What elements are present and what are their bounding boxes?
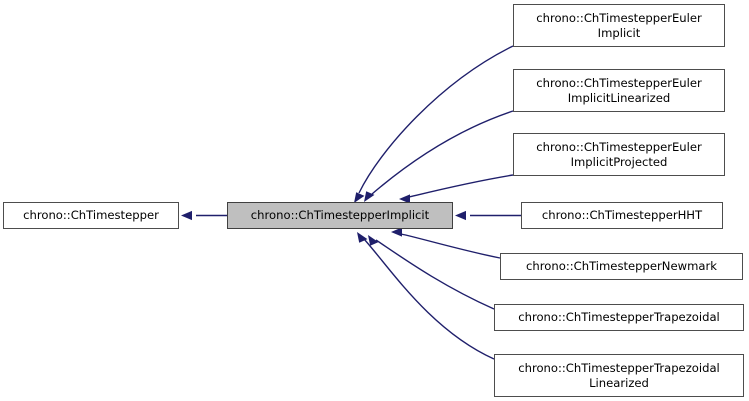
class-node-label: chrono::ChTimestepperHHT (541, 208, 703, 222)
class-node-label: chrono::ChTimestepperEuler Implicit (536, 10, 702, 40)
inheritance-edge-edge-newmark (391, 227, 501, 259)
class-node-ch-timestepper-hht[interactable]: chrono::ChTimestepperHHT (521, 202, 723, 229)
arrow-head-icon (181, 210, 192, 221)
arrow-head-icon (455, 210, 466, 221)
arrow-head-icon (357, 232, 368, 243)
class-node-ch-timestepper-euler-implicit-linearized[interactable]: chrono::ChTimestepperEuler ImplicitLinea… (513, 69, 725, 112)
class-node-label: chrono::ChTimestepper (23, 208, 159, 222)
inheritance-edge-edge-trapezoidal (368, 235, 495, 310)
class-node-label: chrono::ChTimestepperEuler ImplicitLinea… (536, 75, 702, 105)
class-node-label: chrono::ChTimestepperTrapezoidal Lineari… (518, 360, 720, 390)
arrow-head-icon (364, 191, 375, 202)
class-node-ch-timestepper-euler-implicit-projected[interactable]: chrono::ChTimestepperEuler ImplicitProje… (513, 133, 725, 176)
class-node-ch-timestepper-newmark[interactable]: chrono::ChTimestepperNewmark (500, 253, 743, 280)
inheritance-edge-edge-euler-implicit-projected (399, 174, 514, 204)
class-node-ch-timestepper-trapezoidal-linearized[interactable]: chrono::ChTimestepperTrapezoidal Lineari… (494, 354, 744, 397)
class-node-label: chrono::ChTimestepperImplicit (250, 208, 430, 222)
class-node-ch-timestepper-euler-implicit[interactable]: chrono::ChTimestepperEuler Implicit (513, 4, 725, 47)
class-node-ch-timestepper-implicit[interactable]: chrono::ChTimestepperImplicit (227, 202, 453, 229)
class-node-label: chrono::ChTimestepperNewmark (526, 259, 717, 273)
class-node-ch-timestepper[interactable]: chrono::ChTimestepper (3, 202, 179, 229)
inheritance-edge-edge-euler-implicit (354, 45, 514, 203)
class-node-label: chrono::ChTimestepperTrapezoidal (518, 310, 720, 324)
class-node-label: chrono::ChTimestepperEuler ImplicitProje… (536, 139, 702, 169)
class-node-ch-timestepper-trapezoidal[interactable]: chrono::ChTimestepperTrapezoidal (494, 304, 744, 331)
inheritance-edge-edge-trapezoidal-linearized (357, 232, 495, 360)
inheritance-edge-edge-euler-implicit-linearized (364, 110, 514, 202)
inheritance-edge-edge-hht (455, 210, 521, 221)
inheritance-edge-edge-base-to-current (181, 210, 227, 221)
arrow-head-icon (368, 235, 379, 246)
